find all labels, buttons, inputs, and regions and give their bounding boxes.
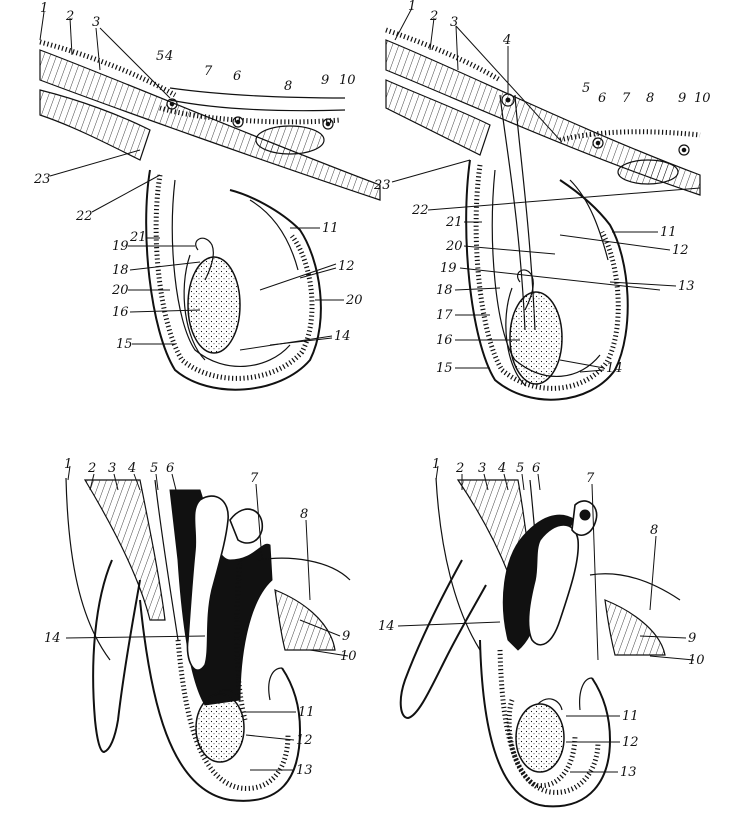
label: 17 bbox=[436, 308, 453, 323]
label: 1 bbox=[408, 0, 416, 14]
label: 7 bbox=[250, 471, 259, 486]
label: 16 bbox=[112, 305, 129, 320]
label: 15 bbox=[436, 361, 453, 376]
label: 4 bbox=[497, 461, 506, 476]
label: 5 bbox=[150, 461, 158, 476]
label: 14 bbox=[606, 361, 623, 376]
label: 4 bbox=[164, 49, 173, 64]
label: 23 bbox=[33, 172, 51, 187]
label: 13 bbox=[620, 765, 637, 780]
labels-top-left: 1 2 3 5 4 7 6 8 9 10 23 22 21 19 18 20 1… bbox=[33, 1, 363, 352]
label: 7 bbox=[204, 64, 213, 79]
label: 3 bbox=[450, 15, 458, 30]
panel-bottom-right: 1 2 3 4 5 6 7 8 14 9 10 11 12 13 bbox=[378, 457, 705, 808]
label: 22 bbox=[75, 209, 93, 224]
drawing-top-left bbox=[39, 39, 381, 391]
label: 4 bbox=[502, 33, 511, 48]
label: 11 bbox=[322, 221, 339, 236]
label: 23 bbox=[373, 178, 391, 193]
leader-lines-bottom-right bbox=[397, 465, 695, 773]
panel-top-left: 1 2 3 5 4 7 6 8 9 10 23 22 21 19 18 20 1… bbox=[33, 1, 381, 391]
label: 20 bbox=[345, 293, 363, 308]
label: 9 bbox=[321, 73, 329, 88]
label: 18 bbox=[112, 263, 129, 278]
label: 14 bbox=[378, 619, 395, 634]
label: 12 bbox=[338, 259, 355, 274]
label: 15 bbox=[116, 337, 133, 352]
label: 19 bbox=[112, 239, 129, 254]
label: 3 bbox=[478, 461, 486, 476]
label: 9 bbox=[688, 631, 696, 646]
label: 8 bbox=[650, 523, 658, 538]
label: 5 bbox=[516, 461, 524, 476]
label: 20 bbox=[445, 239, 463, 254]
label: 13 bbox=[678, 279, 695, 294]
label: 8 bbox=[284, 79, 292, 94]
label: 16 bbox=[436, 333, 453, 348]
label: 13 bbox=[296, 763, 313, 778]
label: 12 bbox=[622, 735, 639, 750]
label: 14 bbox=[44, 631, 61, 646]
label: 7 bbox=[586, 471, 595, 486]
label: 6 bbox=[233, 69, 241, 84]
leader-lines-top-left bbox=[39, 11, 344, 351]
label: 8 bbox=[646, 91, 654, 106]
label: 6 bbox=[532, 461, 540, 476]
labels-top-right: 1 2 3 4 5 6 7 8 9 10 23 22 21 20 19 18 1… bbox=[373, 0, 711, 376]
label: 12 bbox=[296, 733, 313, 748]
leader-lines-top-right bbox=[391, 7, 701, 373]
label: 3 bbox=[92, 15, 100, 30]
label: 9 bbox=[342, 629, 350, 644]
label: 1 bbox=[432, 457, 440, 472]
label: 6 bbox=[598, 91, 606, 106]
labels-bottom-right: 1 2 3 4 5 6 7 8 14 9 10 11 12 13 bbox=[378, 457, 705, 780]
panel-top-right: 1 2 3 4 5 6 7 8 9 10 23 22 21 20 19 18 1… bbox=[373, 0, 711, 401]
labels-bottom-left: 1 2 3 4 5 6 7 8 14 9 10 11 12 13 bbox=[44, 457, 357, 778]
drawing-top-right bbox=[385, 27, 701, 401]
label: 10 bbox=[339, 73, 356, 88]
label: 3 bbox=[108, 461, 116, 476]
label: 10 bbox=[694, 91, 711, 106]
label: 2 bbox=[455, 461, 464, 476]
label: 5 bbox=[582, 81, 590, 96]
label: 7 bbox=[622, 91, 631, 106]
label: 11 bbox=[298, 705, 315, 720]
panel-bottom-left: 1 2 3 4 5 6 7 8 14 9 10 11 12 13 bbox=[44, 457, 357, 802]
label: 12 bbox=[672, 243, 689, 258]
label: 9 bbox=[678, 91, 686, 106]
label: 6 bbox=[166, 461, 174, 476]
label: 22 bbox=[411, 203, 429, 218]
label: 4 bbox=[127, 461, 136, 476]
label: 11 bbox=[660, 225, 677, 240]
label: 14 bbox=[334, 329, 351, 344]
label: 2 bbox=[429, 9, 438, 24]
label: 19 bbox=[440, 261, 457, 276]
drawing-bottom-left bbox=[65, 477, 351, 802]
label: 20 bbox=[111, 283, 129, 298]
label: 10 bbox=[340, 649, 357, 664]
label: 5 bbox=[156, 49, 164, 64]
label: 2 bbox=[65, 9, 74, 24]
label: 21 bbox=[445, 215, 463, 230]
label: 1 bbox=[40, 1, 48, 16]
label: 18 bbox=[436, 283, 453, 298]
leader-lines-bottom-left bbox=[65, 465, 349, 771]
label: 2 bbox=[87, 461, 96, 476]
label: 10 bbox=[688, 653, 705, 668]
label: 1 bbox=[64, 457, 72, 472]
label: 21 bbox=[129, 230, 147, 245]
label: 11 bbox=[622, 709, 639, 724]
drawing-bottom-right bbox=[399, 477, 681, 808]
label: 8 bbox=[300, 507, 308, 522]
